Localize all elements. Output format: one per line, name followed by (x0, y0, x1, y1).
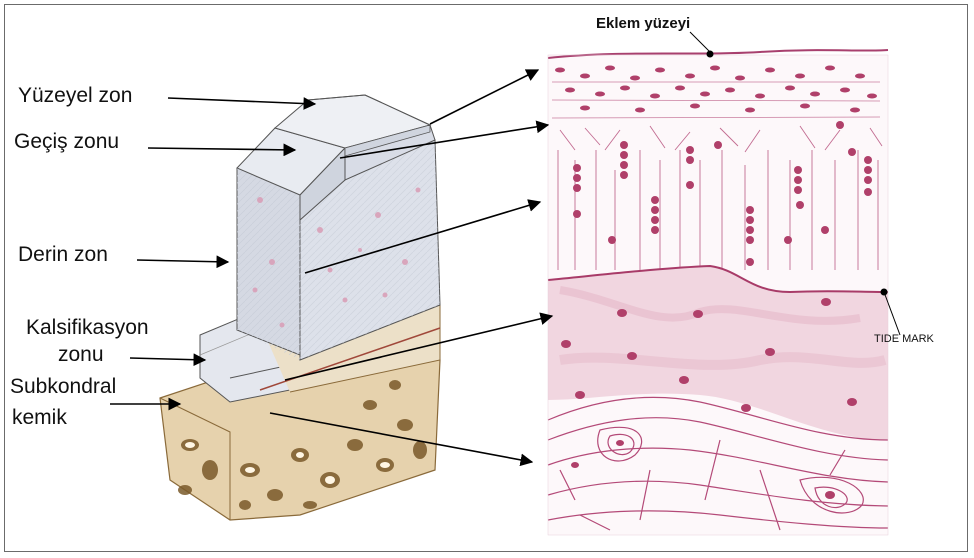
cartilage-block-illustration (160, 95, 440, 520)
label-kalsifikasyon-line1: Kalsifikasyon (26, 316, 149, 340)
arrow-kalsifikasyon (130, 358, 205, 360)
label-derin-zon: Derin zon (18, 243, 108, 267)
label-tide-mark: TIDE MARK (874, 333, 934, 345)
label-yuzeyel-zon: Yüzeyel zon (18, 84, 132, 108)
arrow-derin (137, 260, 228, 262)
arrow-yuzeyel (168, 98, 315, 104)
arrow-to-superficial (430, 70, 538, 124)
histology-panel (548, 32, 900, 535)
label-subkondral-line1: Subkondral (10, 375, 116, 399)
label-gecis-zonu: Geçiş zonu (14, 130, 119, 154)
label-subkondral-line2: kemik (12, 406, 67, 430)
label-eklem-yuzeyi: Eklem yüzeyi (596, 15, 690, 32)
label-kalsifikasyon-line2: zonu (58, 343, 104, 367)
